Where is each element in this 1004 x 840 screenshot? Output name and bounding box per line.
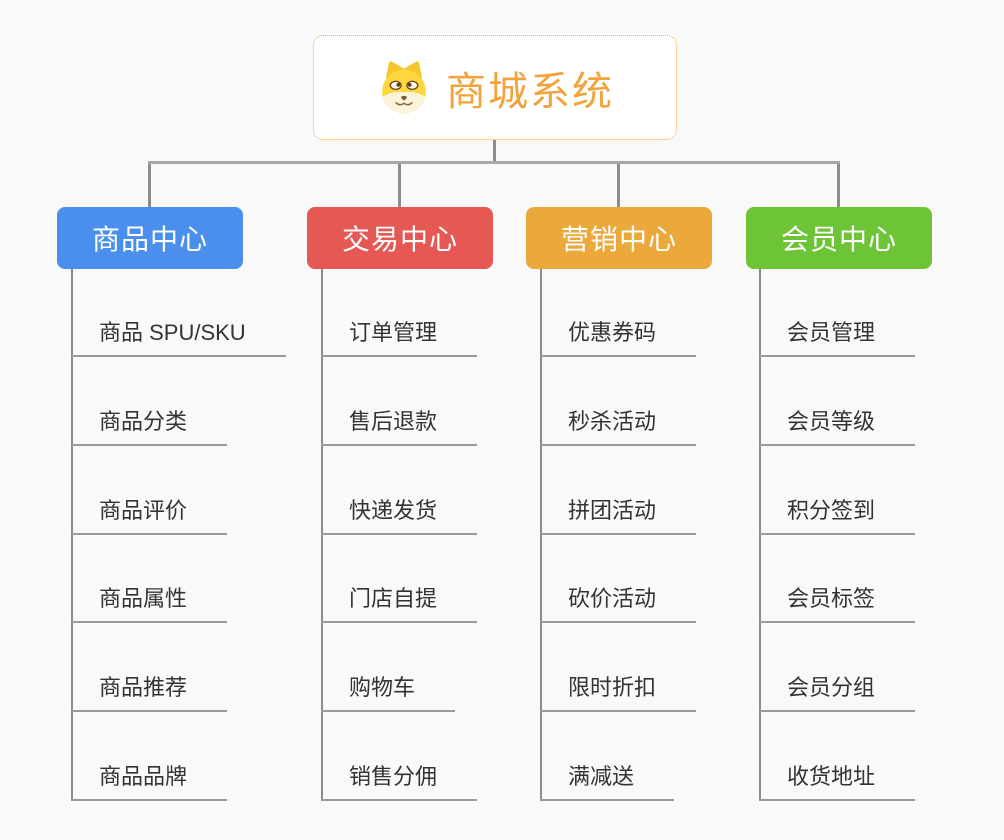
subtopic-node[interactable]: 优惠券码 xyxy=(540,319,697,357)
subtopic-node[interactable]: 砍价活动 xyxy=(540,585,697,623)
subtopic-node[interactable]: 积分签到 xyxy=(759,497,916,535)
subtopic-node[interactable]: 拼团活动 xyxy=(540,497,697,535)
connector-root-drop xyxy=(493,140,496,163)
branch-trade-center[interactable]: 交易中心 xyxy=(307,207,493,269)
branch-marketing-center[interactable]: 营销中心 xyxy=(526,207,712,269)
subtopic-node[interactable]: 商品分类 xyxy=(71,408,228,446)
root-topic-node[interactable]: 商城系统 xyxy=(313,35,677,140)
subtopic-node[interactable]: 满减送 xyxy=(540,763,675,801)
subtopic-node[interactable]: 商品属性 xyxy=(71,585,228,623)
subtopic-node[interactable]: 商品评价 xyxy=(71,497,228,535)
subtopic-node[interactable]: 订单管理 xyxy=(321,319,478,357)
connector-horizontal-bar xyxy=(148,161,840,164)
subtopic-node[interactable]: 收货地址 xyxy=(759,763,916,801)
branch-column-trade: 订单管理 售后退款 快递发货 门店自提 购物车 销售分佣 xyxy=(321,269,546,801)
branch-column-member: 会员管理 会员等级 积分签到 会员标签 会员分组 收货地址 xyxy=(759,269,984,801)
subtopic-node[interactable]: 会员分组 xyxy=(759,674,916,712)
subtopic-node[interactable]: 销售分佣 xyxy=(321,763,478,801)
subtopic-node[interactable]: 商品推荐 xyxy=(71,674,228,712)
connector-drop-branch-2 xyxy=(398,164,401,207)
subtopic-node[interactable]: 会员等级 xyxy=(759,408,916,446)
subtopic-node[interactable]: 秒杀活动 xyxy=(540,408,697,446)
branch-column-product: 商品 SPU/SKU 商品分类 商品评价 商品属性 商品推荐 商品品牌 xyxy=(71,269,296,801)
branch-column-marketing: 优惠券码 秒杀活动 拼团活动 砍价活动 限时折扣 满减送 xyxy=(540,269,765,801)
connector-drop-branch-3 xyxy=(617,164,620,207)
subtopic-node[interactable]: 售后退款 xyxy=(321,408,478,446)
subtopic-node[interactable]: 商品品牌 xyxy=(71,763,228,801)
dog-face-icon xyxy=(382,60,426,113)
connector-drop-branch-1 xyxy=(148,164,151,207)
subtopic-node[interactable]: 商品 SPU/SKU xyxy=(71,319,286,357)
root-topic-title: 商城系统 xyxy=(446,69,614,114)
subtopic-node[interactable]: 限时折扣 xyxy=(540,674,697,712)
subtopic-node[interactable]: 快递发货 xyxy=(321,497,478,535)
branch-member-center[interactable]: 会员中心 xyxy=(746,207,932,269)
connector-drop-branch-4 xyxy=(837,164,840,207)
branch-product-center[interactable]: 商品中心 xyxy=(57,207,243,269)
subtopic-node[interactable]: 会员标签 xyxy=(759,585,916,623)
subtopic-node[interactable]: 门店自提 xyxy=(321,585,478,623)
subtopic-node[interactable]: 会员管理 xyxy=(759,319,916,357)
subtopic-node[interactable]: 购物车 xyxy=(321,674,456,712)
